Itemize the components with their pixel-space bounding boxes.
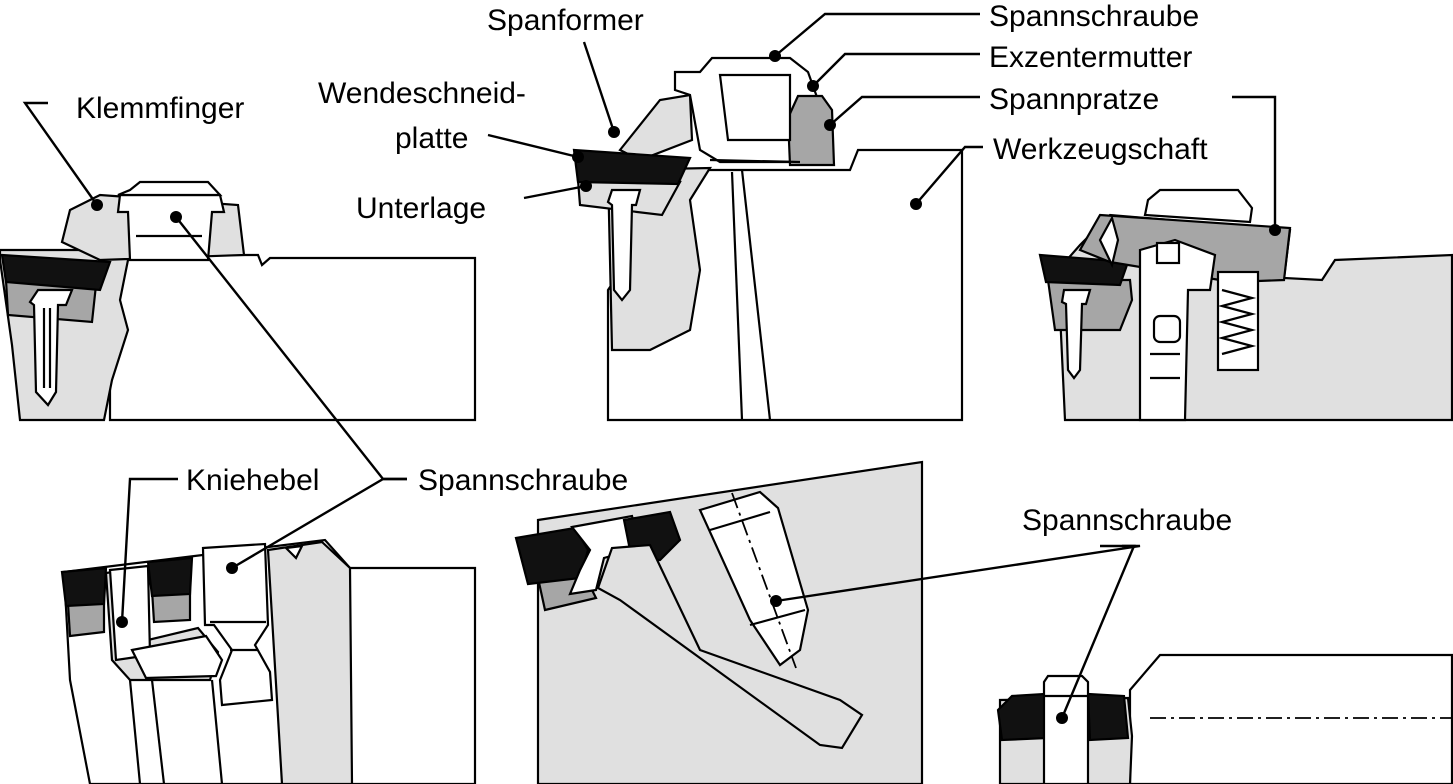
- leader-dot-exzentermutter: [807, 80, 819, 92]
- label-spannschraube-top: Spannschraube: [989, 0, 1199, 33]
- leader-dot-spannschraube-top: [769, 50, 781, 62]
- leader-dot-werkzeugschaft: [910, 198, 922, 210]
- panel-horizontal-clamp: [996, 653, 1453, 784]
- leader-dot-spanformer: [608, 126, 620, 138]
- leader-dot-wendeschneidplatte: [572, 151, 584, 163]
- label-werkzeugschaft: Werkzeugschaft: [993, 133, 1208, 166]
- leader-dot-spannschraube-panel5: [770, 595, 782, 607]
- leader-dot-spannpratze-middle: [824, 119, 836, 131]
- leader-dot-klemmfinger: [91, 199, 103, 211]
- label-wendeschneidplatte-line1: Wendeschneid-: [318, 77, 526, 110]
- panel-exzentermutter: [572, 56, 964, 422]
- label-wendeschneidplatte-line2: platte: [395, 122, 468, 155]
- leader-dot-spannschraube-panel4: [226, 562, 238, 574]
- label-kniehebel: Kniehebel: [186, 464, 319, 497]
- label-klemmfinger: Klemmfinger: [76, 92, 244, 125]
- label-exzentermutter: Exzentermutter: [989, 41, 1192, 74]
- panel-spannpratze: [1038, 188, 1453, 422]
- leader-lines: [22, 12, 1281, 724]
- leader-dot-spannpratze-right: [1269, 224, 1281, 236]
- label-unterlage: Unterlage: [356, 192, 486, 225]
- leader-dot-spannschraube-panel6: [1056, 712, 1068, 724]
- label-spannschraube-middle: Spannschraube: [418, 464, 628, 497]
- label-spannpratze: Spannpratze: [989, 83, 1159, 116]
- leader-dot-kniehebel: [116, 616, 128, 628]
- label-spanformer: Spanformer: [487, 4, 644, 37]
- panel-diagonal-clamp: [514, 460, 924, 784]
- panel-kniehebel: [60, 538, 477, 784]
- leader-dot-spannschraube-panel1: [170, 211, 182, 223]
- leader-dot-unterlage: [580, 180, 592, 192]
- label-spannschraube-right: Spannschraube: [1022, 504, 1232, 537]
- panel-klemmfinger: [0, 180, 477, 422]
- labels: Klemmfinger Spanformer Wendeschneid- pla…: [76, 0, 1232, 537]
